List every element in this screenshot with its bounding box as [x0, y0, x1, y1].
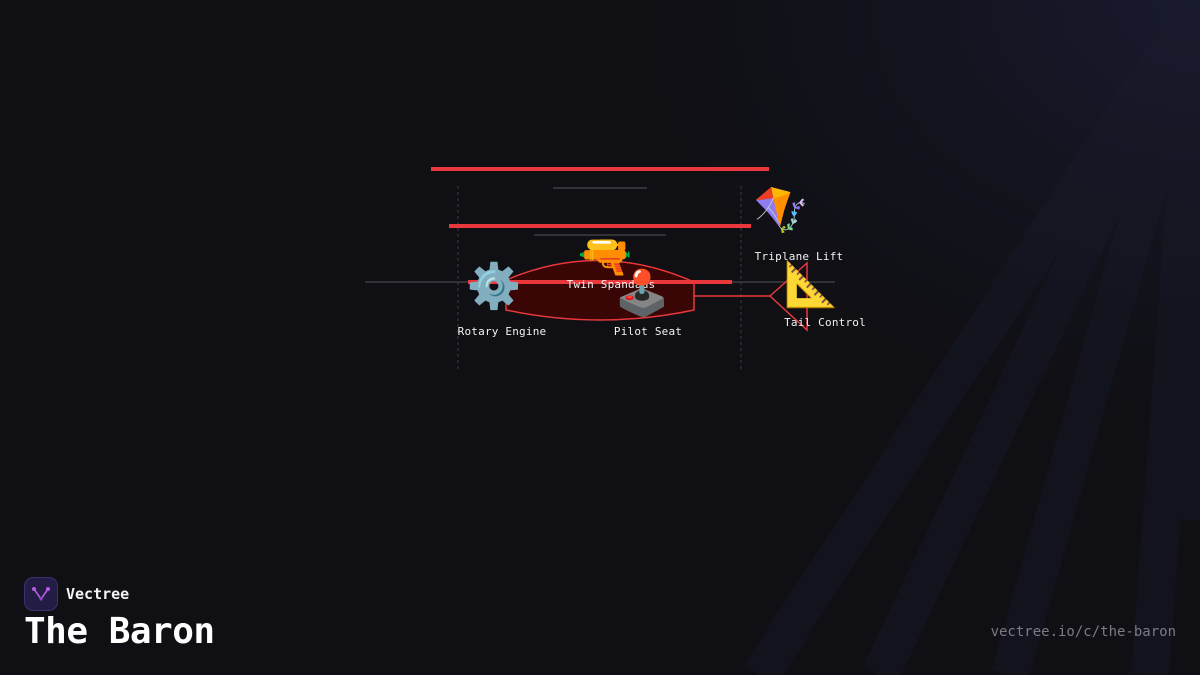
- source-url[interactable]: vectree.io/c/the-baron: [990, 624, 1176, 640]
- pilot-seat-label: Pilot Seat: [613, 325, 683, 338]
- joystick-icon: 🕹️: [614, 268, 670, 319]
- rotary-engine-label: Rotary Engine: [457, 325, 547, 338]
- triplane-lift-part[interactable]: 🪁: [754, 189, 809, 233]
- rotary-engine-part[interactable]: ⚙️: [467, 265, 522, 309]
- page-title: The Baron: [24, 611, 215, 652]
- triplane-lift-label: Triplane Lift: [754, 250, 844, 263]
- tail-control-label: Tail Control: [784, 316, 866, 329]
- brand-name: Vectree: [66, 585, 130, 603]
- vectree-logo-icon: [24, 577, 58, 611]
- pilot-seat-part[interactable]: 🕹️: [615, 272, 670, 316]
- brand[interactable]: Vectree: [24, 577, 129, 611]
- tail-control-part[interactable]: 📐: [784, 263, 839, 307]
- twin-spandaus-label: Twin Spandaus: [566, 278, 656, 291]
- triangular-ruler-icon: 📐: [783, 259, 839, 310]
- tail-fin: [768, 261, 808, 332]
- gear-icon: ⚙️: [466, 261, 522, 312]
- kite-icon: 🪁: [753, 185, 809, 236]
- water-pistol-icon: 🔫: [577, 231, 633, 282]
- twin-spandaus-part[interactable]: 🔫: [578, 235, 633, 279]
